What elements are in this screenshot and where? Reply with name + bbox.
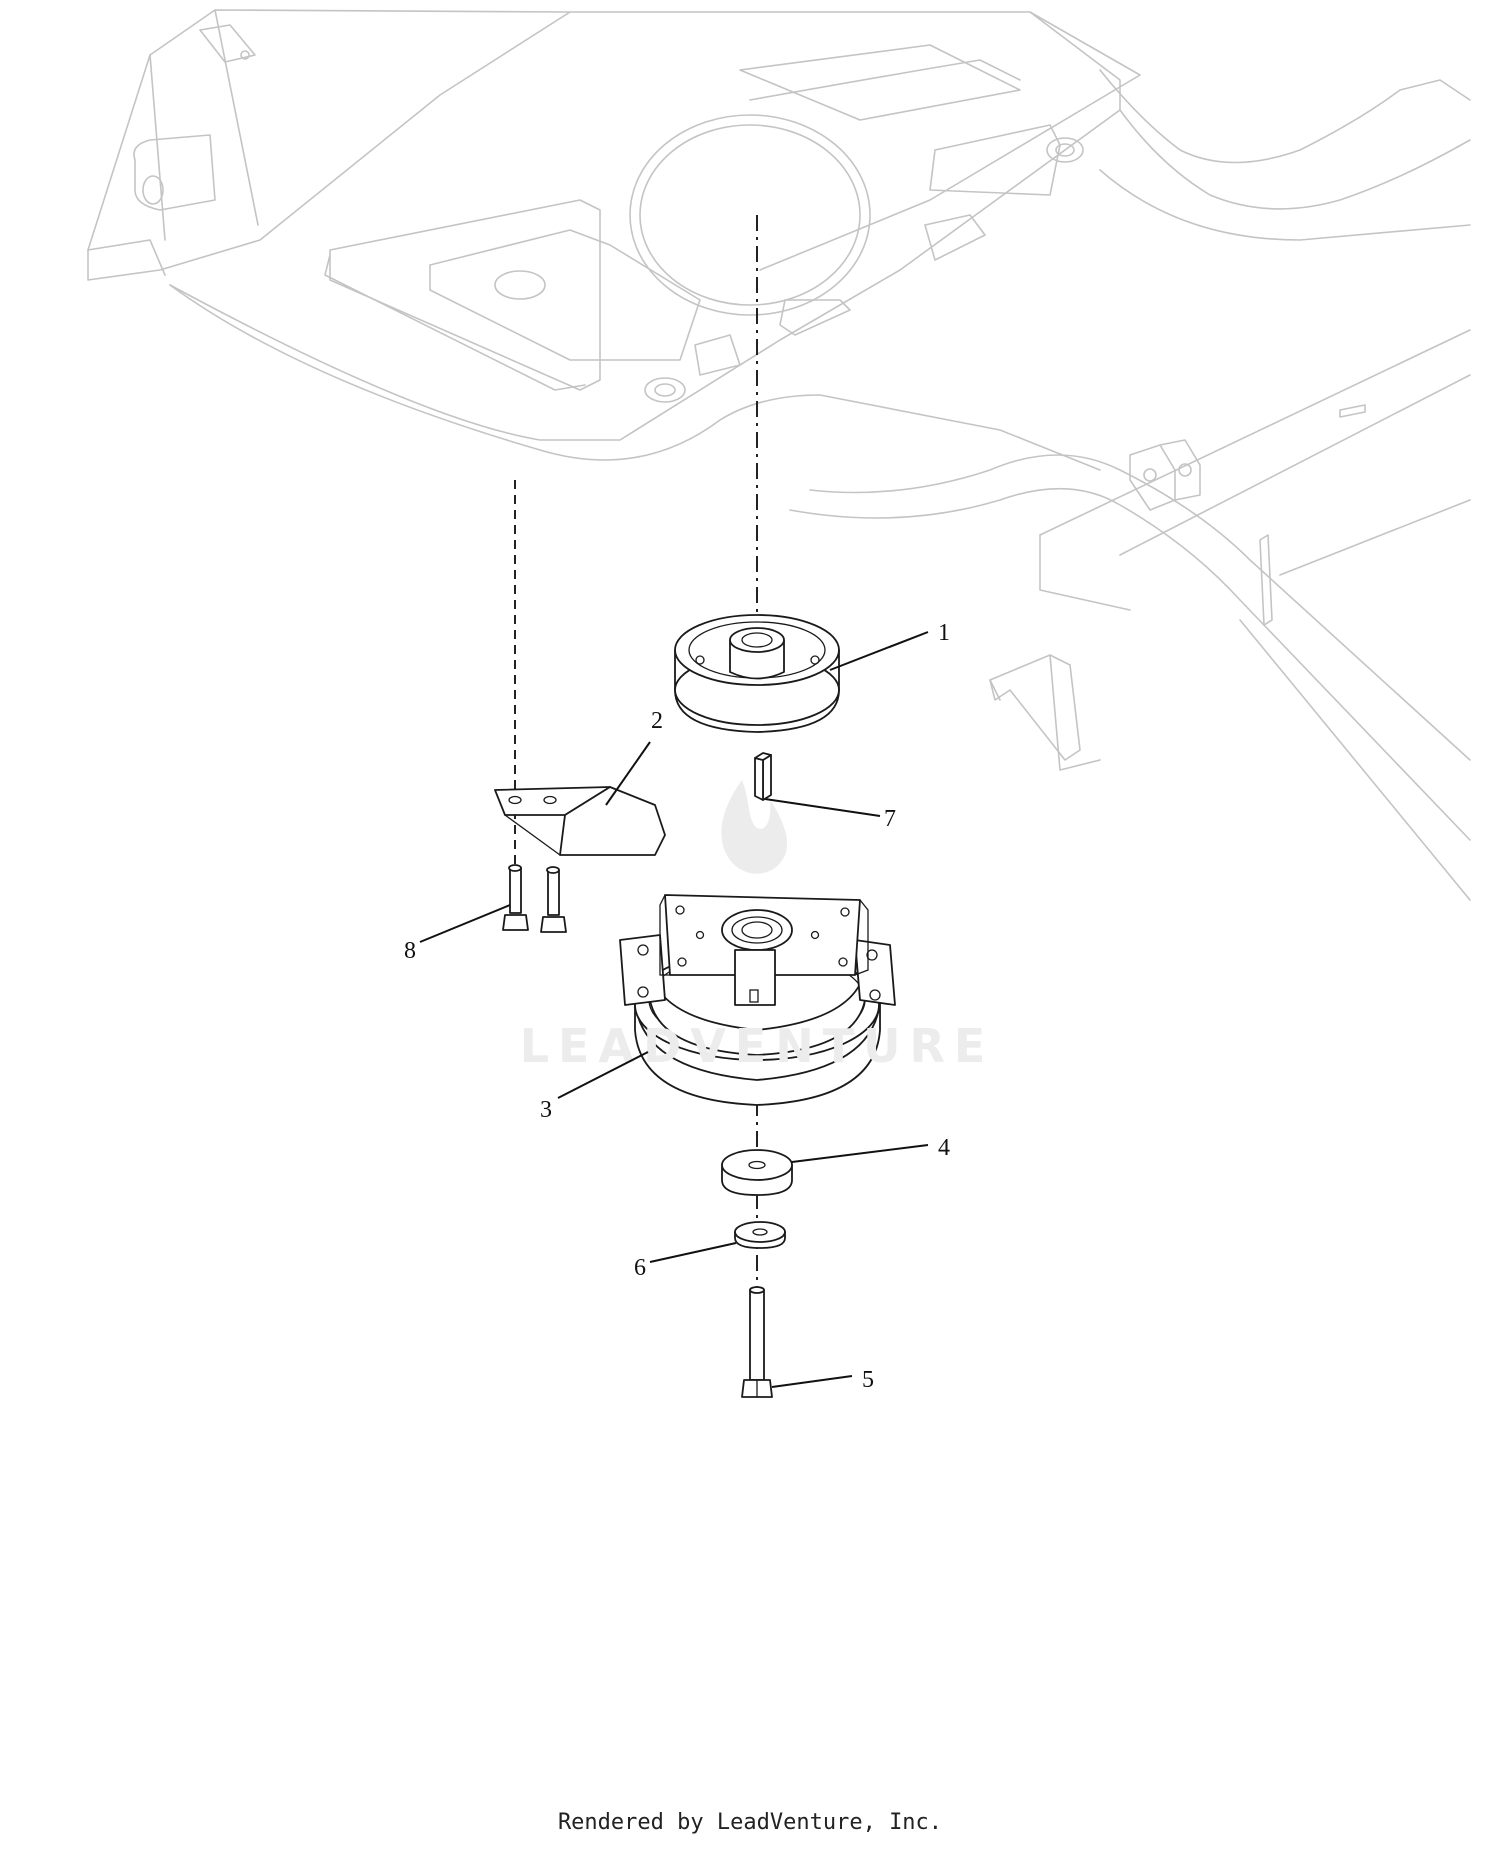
- callout-2: 2: [651, 708, 663, 734]
- callout-7: 7: [884, 806, 896, 832]
- callout-leaders: [419, 631, 929, 1388]
- watermark-text: LEADVENTURE: [520, 1019, 995, 1073]
- callout-5: 5: [862, 1367, 874, 1393]
- callout-1: 1: [938, 620, 950, 646]
- callout-3: 3: [540, 1097, 552, 1123]
- part-2-bracket: [494, 786, 666, 856]
- part-4-spacer: [721, 1149, 793, 1196]
- part-5-bolt: [741, 1286, 773, 1398]
- callout-8: 8: [404, 938, 416, 964]
- part-8-bolts: [502, 864, 567, 933]
- watermark: LEADVENTURE: [520, 780, 995, 1073]
- part-3-electric-clutch: [619, 894, 896, 1106]
- mower-frame-outline: [87, 9, 1471, 901]
- callout-4: 4: [938, 1135, 950, 1161]
- part-6-washer: [734, 1221, 786, 1249]
- footer-credit: Rendered by LeadVenture, Inc.: [557, 1810, 943, 1835]
- flame-logo-icon: [721, 780, 788, 874]
- part-1-pulley: [674, 614, 840, 733]
- part-7-key: [754, 752, 772, 801]
- callout-6: 6: [634, 1255, 646, 1281]
